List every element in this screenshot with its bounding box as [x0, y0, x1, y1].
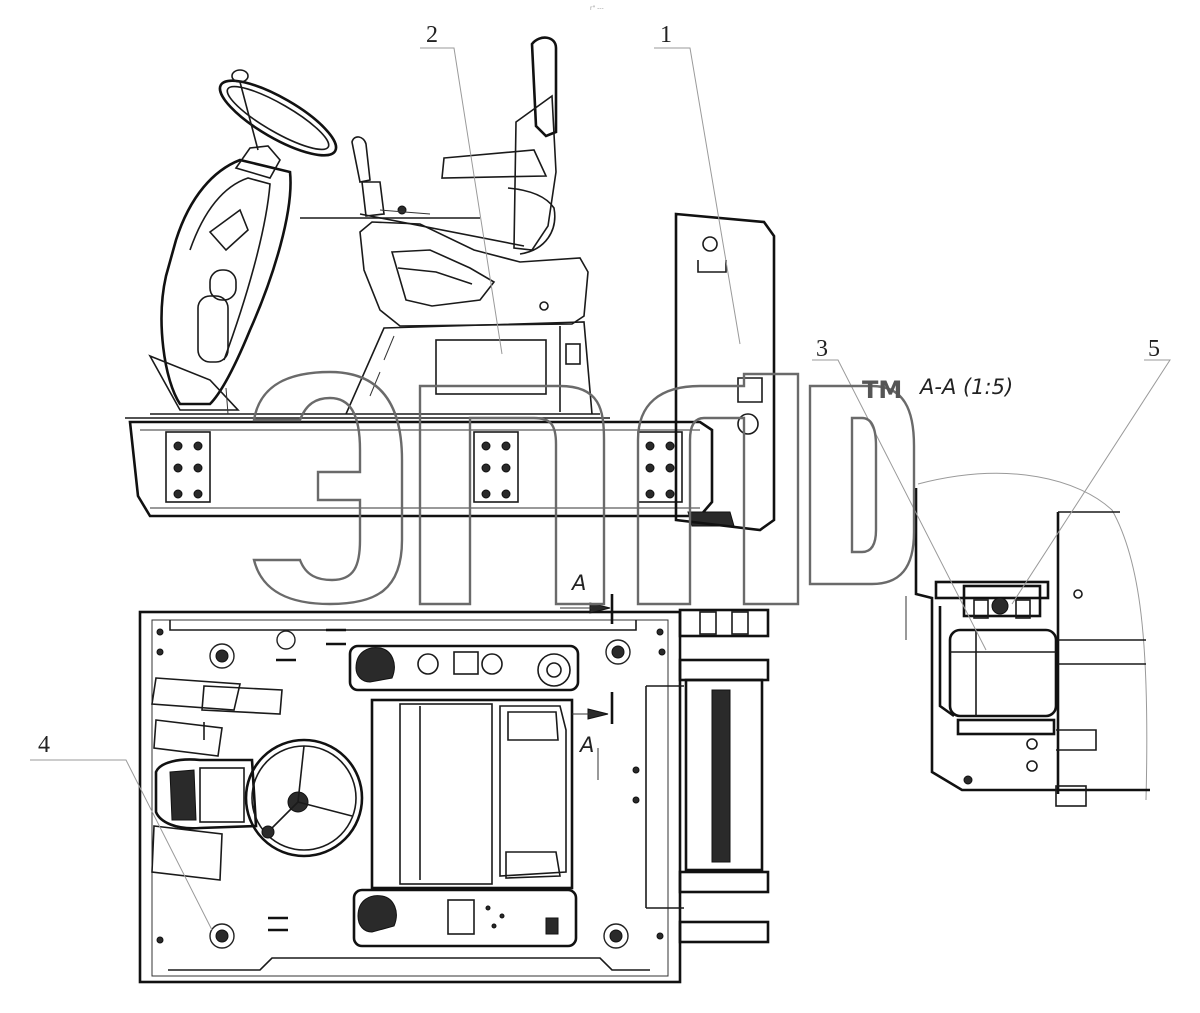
steering-wheel-plan — [244, 738, 364, 858]
armrest — [441, 149, 548, 179]
section-view: A-A (1:5) — [905, 375, 1150, 807]
callout-2: 2 — [426, 22, 438, 48]
section-label-top: A — [570, 571, 586, 595]
seat-back — [513, 94, 557, 251]
watermark-logo: TM — [252, 370, 916, 606]
pedal — [148, 354, 240, 411]
seat-base — [345, 321, 593, 415]
control-lever — [300, 136, 525, 247]
frame-beam — [128, 420, 714, 518]
section-label-bottom: A — [578, 733, 594, 757]
header-mark: r" --- — [590, 5, 604, 12]
section-motor — [948, 628, 1058, 718]
side-plate — [674, 212, 776, 532]
headrest — [530, 36, 558, 138]
side-bracket-plan — [597, 608, 770, 944]
bolt-plate-middle — [473, 431, 519, 503]
callout-4: 4 — [38, 732, 50, 758]
section-view-title: A-A (1:5) — [918, 375, 1013, 399]
callout-5: 5 — [1148, 336, 1160, 362]
steering-wheel-side — [218, 69, 338, 157]
section-marker-a: A A — [560, 571, 614, 757]
callout-leaders — [30, 47, 1171, 931]
steering-column-plan — [154, 758, 258, 830]
watermark-trademark: TM — [862, 376, 902, 404]
platform-outline — [138, 610, 682, 984]
side-view — [125, 36, 776, 532]
callout-3: 3 — [816, 336, 828, 362]
seat-plan — [348, 644, 580, 948]
top-view: A A — [138, 571, 770, 984]
seat-cushion — [359, 221, 589, 327]
bolt-plate-left — [165, 431, 211, 503]
steering-column — [148, 145, 292, 415]
callout-1: 1 — [660, 22, 672, 48]
